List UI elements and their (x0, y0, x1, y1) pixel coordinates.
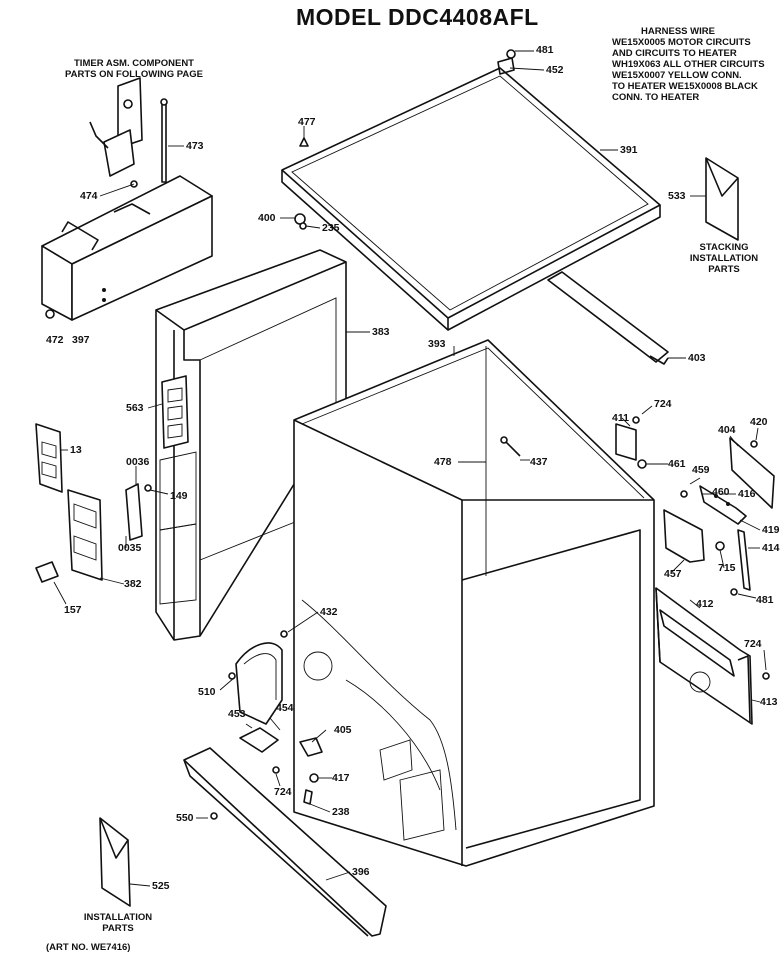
harness-line-4: WE15X0007 YELLOW CONN. (612, 70, 742, 81)
part-number: 481 (536, 44, 554, 56)
art-number: (ART NO. WE7416) (46, 942, 131, 953)
top-fasteners (294, 213, 307, 230)
part-number: 432 (320, 606, 338, 618)
part-number: 416 (738, 488, 756, 500)
part-number: 400 (258, 212, 276, 224)
installation-line-2: PARTS (102, 923, 134, 934)
part-number: 0035 (118, 542, 142, 554)
stacking-line-1: STACKING (699, 242, 749, 253)
harness-line-3: WH19X063 ALL OTHER CIRCUITS (612, 59, 765, 70)
part-number: 396 (352, 866, 370, 878)
part-number: 13 (70, 444, 82, 456)
part-number: 403 (688, 352, 706, 364)
part-number: 413 (760, 696, 778, 708)
part-number: 452 (546, 64, 564, 76)
part-number: 149 (170, 490, 188, 502)
part-number: 459 (692, 464, 710, 476)
bracket-411 (615, 416, 647, 469)
part-number: 412 (696, 598, 714, 610)
bearing-support (228, 630, 323, 805)
part-number: 724 (274, 786, 292, 798)
part-number: 405 (334, 724, 352, 736)
cabinet (293, 339, 655, 867)
part-number: 550 (176, 812, 194, 824)
part-number: 393 (428, 338, 446, 350)
part-number: 419 (762, 524, 780, 536)
installation-line-1: INSTALLATION (83, 912, 153, 923)
part-number: 481 (756, 594, 774, 606)
part-number: 477 (298, 116, 316, 128)
part-number: 382 (124, 578, 142, 590)
harness-heading: HARNESS WIRE (641, 26, 715, 37)
installation-note: INSTALLATION PARTS (72, 912, 164, 934)
screw-477 (299, 137, 309, 147)
harness-line-2: AND CIRCUITS TO HEATER (612, 48, 737, 59)
timer-note: TIMER ASM. COMPONENT PARTS ON FOLLOWING … (54, 58, 214, 80)
stacking-note: STACKING INSTALLATION PARTS (682, 242, 766, 275)
part-number: 238 (332, 806, 350, 818)
harness-line-1: WE15X0005 MOTOR CIRCUITS (612, 37, 751, 48)
console-563 (161, 375, 189, 449)
stacking-line-2: INSTALLATION (689, 253, 759, 264)
part-number: 724 (744, 638, 762, 650)
toe-kick (183, 747, 387, 937)
part-number: 474 (80, 190, 98, 202)
leader-lines (53, 50, 767, 887)
part-number: 404 (718, 424, 736, 436)
right-panel (655, 587, 770, 725)
harness-line-6: CONN. TO HEATER (612, 92, 700, 103)
control-board-group (35, 423, 152, 583)
part-number: 235 (322, 222, 340, 234)
installation-envelope (99, 817, 131, 907)
part-number: 417 (332, 772, 350, 784)
part-number: 0036 (126, 456, 150, 468)
part-number: 383 (372, 326, 390, 338)
part-number: 157 (64, 604, 82, 616)
screw-472 (45, 309, 55, 319)
part-number: 510 (198, 686, 216, 698)
top-clip (497, 49, 516, 75)
part-number: 478 (434, 456, 452, 468)
screw-437 (500, 436, 521, 457)
part-number: 472 (46, 334, 64, 346)
part-number: 454 (276, 702, 294, 714)
part-number: 420 (750, 416, 768, 428)
part-number: 715 (718, 562, 736, 574)
diagram-title: MODEL DDC4408AFL (296, 4, 539, 30)
part-number: 460 (712, 486, 730, 498)
part-number: 473 (186, 140, 204, 152)
harness-line-5: TO HEATER WE15X0008 BLACK (612, 81, 758, 92)
part-number: 461 (668, 458, 686, 470)
harness-wire-note: HARNESS WIRE WE15X0005 MOTOR CIRCUITS AN… (612, 26, 784, 103)
part-number: 457 (664, 568, 682, 580)
part-number: 533 (668, 190, 686, 202)
control-housing (41, 175, 213, 321)
part-number: 453 (228, 708, 246, 720)
part-number: 414 (762, 542, 780, 554)
timer-note-line-1: TIMER ASM. COMPONENT (74, 58, 194, 69)
part-number: 437 (530, 456, 548, 468)
timer-assembly (89, 77, 168, 188)
part-number: 563 (126, 402, 144, 414)
part-number: 525 (152, 880, 170, 892)
stacking-line-3: PARTS (708, 264, 740, 275)
part-number: 724 (654, 398, 672, 410)
rear-brace (547, 271, 669, 365)
stacking-envelope (705, 157, 739, 241)
part-number: 397 (72, 334, 90, 346)
part-number: 391 (620, 144, 638, 156)
top-panel (281, 67, 661, 331)
timer-note-line-2: PARTS ON FOLLOWING PAGE (65, 69, 203, 80)
part-number: 411 (612, 412, 629, 424)
